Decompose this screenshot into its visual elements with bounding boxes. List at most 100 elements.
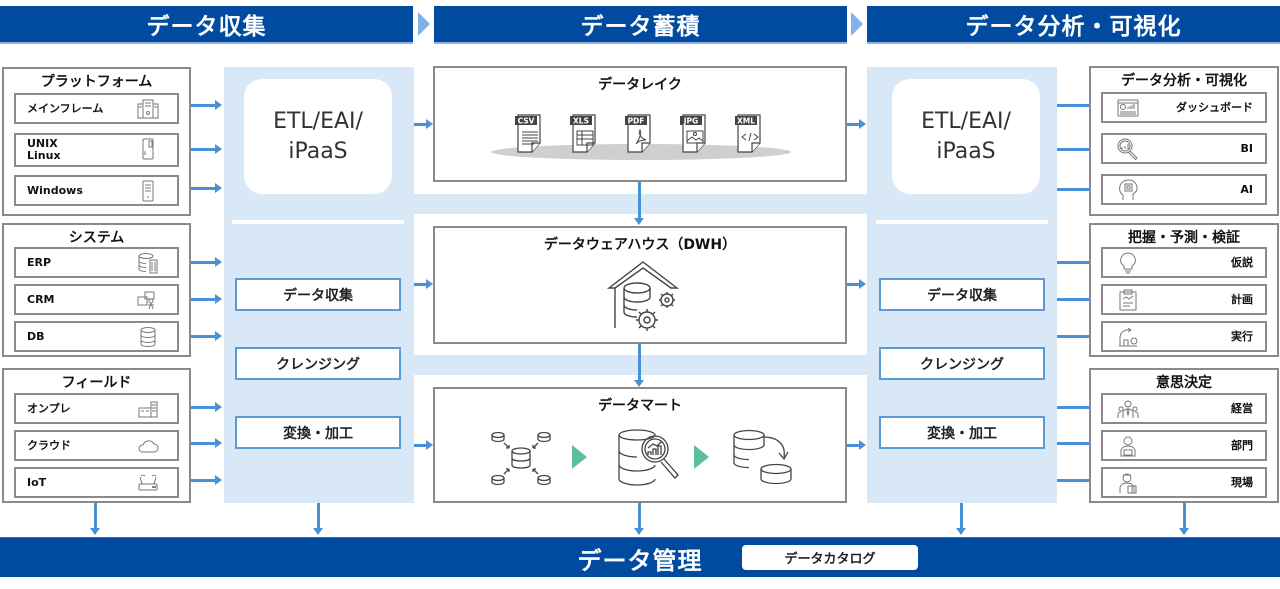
phase-header-analyze: データ分析・可視化 — [867, 6, 1280, 44]
csv-file-icon: CSV — [515, 114, 541, 153]
flow-arrow — [414, 440, 433, 450]
etl-box-left[interactable]: ETL/EAI/iPaaS — [244, 79, 392, 194]
output-item-field[interactable]: 現場 — [1101, 467, 1267, 498]
next-step-arrow-icon — [572, 445, 587, 469]
flow-arrow — [1179, 503, 1189, 535]
clipboard-icon — [1119, 289, 1137, 311]
dashboard-icon — [1117, 99, 1139, 117]
lightbulb-icon — [1120, 252, 1136, 274]
item-label: ダッシュボード — [1176, 100, 1253, 114]
output-item-department[interactable]: 部門 — [1101, 430, 1267, 461]
data-aggregation-icon — [491, 431, 551, 486]
source-item-on-premise[interactable]: オンプレ — [14, 393, 179, 424]
source-item-db[interactable]: DB — [14, 321, 179, 352]
crm-people-icon — [137, 291, 155, 310]
process-transform-left[interactable]: 変換・加工 — [235, 416, 401, 449]
phase-title: データ収集 — [146, 14, 267, 40]
server-icon — [142, 138, 154, 160]
output-item-plan[interactable]: 計画 — [1101, 284, 1267, 315]
flow-arrow — [847, 279, 866, 289]
source-item-iot[interactable]: IoT — [14, 467, 179, 498]
group-title: データ分析・可視化 — [1121, 73, 1247, 89]
item-label: BI — [1240, 141, 1253, 155]
flow-arrow — [191, 294, 222, 304]
phase-title: データ蓄積 — [580, 14, 701, 40]
flow-arrow — [956, 503, 966, 535]
execute-chart-icon — [1119, 327, 1138, 347]
group-title: フィールド — [61, 375, 132, 391]
mainframe-icon — [137, 99, 159, 119]
source-group-field: フィールド オンプレ クラウド IoT — [2, 368, 191, 503]
process-label: クレンジング — [920, 356, 1004, 373]
pdf-file-icon: PDF — [625, 114, 651, 153]
item-label: オンプレ — [27, 401, 71, 415]
process-label: クレンジング — [276, 356, 360, 373]
flow-arrow — [191, 144, 222, 154]
process-transform-right[interactable]: 変換・加工 — [879, 416, 1045, 449]
item-label: クラウド — [27, 438, 71, 452]
data-mart-title: データマート — [598, 398, 682, 414]
dwh-title: データウェアハウス（DWH） — [543, 237, 737, 253]
etl-line: ETL/EAI/ — [273, 108, 363, 134]
output-group-decision: 意思決定 経営 部門 現場 — [1089, 368, 1279, 503]
process-cleansing-right[interactable]: クレンジング — [879, 347, 1045, 380]
process-label: データ収集 — [927, 287, 997, 304]
process-label: 変換・加工 — [283, 425, 353, 442]
source-item-mainframe[interactable]: メインフレーム — [14, 93, 179, 124]
data-catalog-button[interactable]: データカタログ — [742, 545, 918, 570]
source-item-erp[interactable]: ERP — [14, 247, 179, 278]
data-management-bar: データ管理 — [0, 537, 1280, 577]
etl-line: ETL/EAI/ — [921, 108, 1011, 134]
dwh-box[interactable]: データウェアハウス（DWH） — [433, 226, 847, 344]
process-cleansing-left[interactable]: クレンジング — [235, 347, 401, 380]
flow-arrow — [191, 100, 222, 110]
flow-arrow — [191, 257, 222, 267]
output-item-execute[interactable]: 実行 — [1101, 321, 1267, 352]
output-item-management[interactable]: 経営 — [1101, 393, 1267, 424]
etl-line: iPaaS — [288, 138, 348, 164]
next-step-arrow-icon — [694, 445, 709, 469]
item-label: AI — [1240, 182, 1253, 196]
process-collect-left[interactable]: データ収集 — [235, 278, 401, 311]
flow-arrow — [634, 344, 644, 387]
magnifier-chart-icon — [1117, 138, 1138, 160]
jpg-file-icon: JPG — [680, 114, 706, 153]
phase-header-store: データ蓄積 — [434, 6, 847, 44]
output-group-analysis: データ分析・可視化 ダッシュボード BI AI — [1089, 66, 1279, 216]
source-item-crm[interactable]: CRM — [14, 284, 179, 315]
output-item-bi[interactable]: BI — [1101, 133, 1267, 164]
pc-tower-icon — [142, 180, 154, 202]
data-mart-box[interactable]: データマート — [433, 387, 847, 503]
item-label: 部門 — [1231, 438, 1253, 452]
output-item-ai[interactable]: AI — [1101, 174, 1267, 205]
flow-arrow — [191, 438, 222, 448]
group-title: 意思決定 — [1156, 375, 1212, 391]
etl-box-right[interactable]: ETL/EAI/iPaaS — [892, 79, 1040, 194]
process-collect-right[interactable]: データ収集 — [879, 278, 1045, 311]
label-line: UNIX — [27, 137, 58, 150]
flow-arrow — [847, 440, 866, 450]
file-type-label: CSV — [518, 117, 535, 126]
database-building-icon — [138, 253, 158, 274]
item-label: ERP — [27, 255, 52, 269]
xml-file-icon: XML — [735, 114, 761, 153]
label-line: Linux — [27, 149, 61, 162]
source-item-windows[interactable]: Windows — [14, 175, 179, 206]
item-label: DB — [27, 329, 45, 343]
process-label: 変換・加工 — [927, 425, 997, 442]
source-item-cloud[interactable]: クラウド — [14, 430, 179, 461]
source-group-system: システム ERP CRM DB — [2, 223, 191, 357]
file-type-label: JPG — [683, 117, 698, 126]
data-lake-title: データレイク — [598, 77, 682, 93]
output-item-dashboard[interactable]: ダッシュボード — [1101, 92, 1267, 123]
flow-arrow — [634, 503, 644, 535]
output-item-hypothesis[interactable]: 仮説 — [1101, 247, 1267, 278]
item-label: メインフレーム — [27, 101, 104, 115]
department-person-icon — [1120, 436, 1136, 457]
footer-title: データ管理 — [577, 546, 703, 575]
phase-arrow-icon — [418, 12, 430, 36]
flow-arrow — [191, 475, 222, 485]
